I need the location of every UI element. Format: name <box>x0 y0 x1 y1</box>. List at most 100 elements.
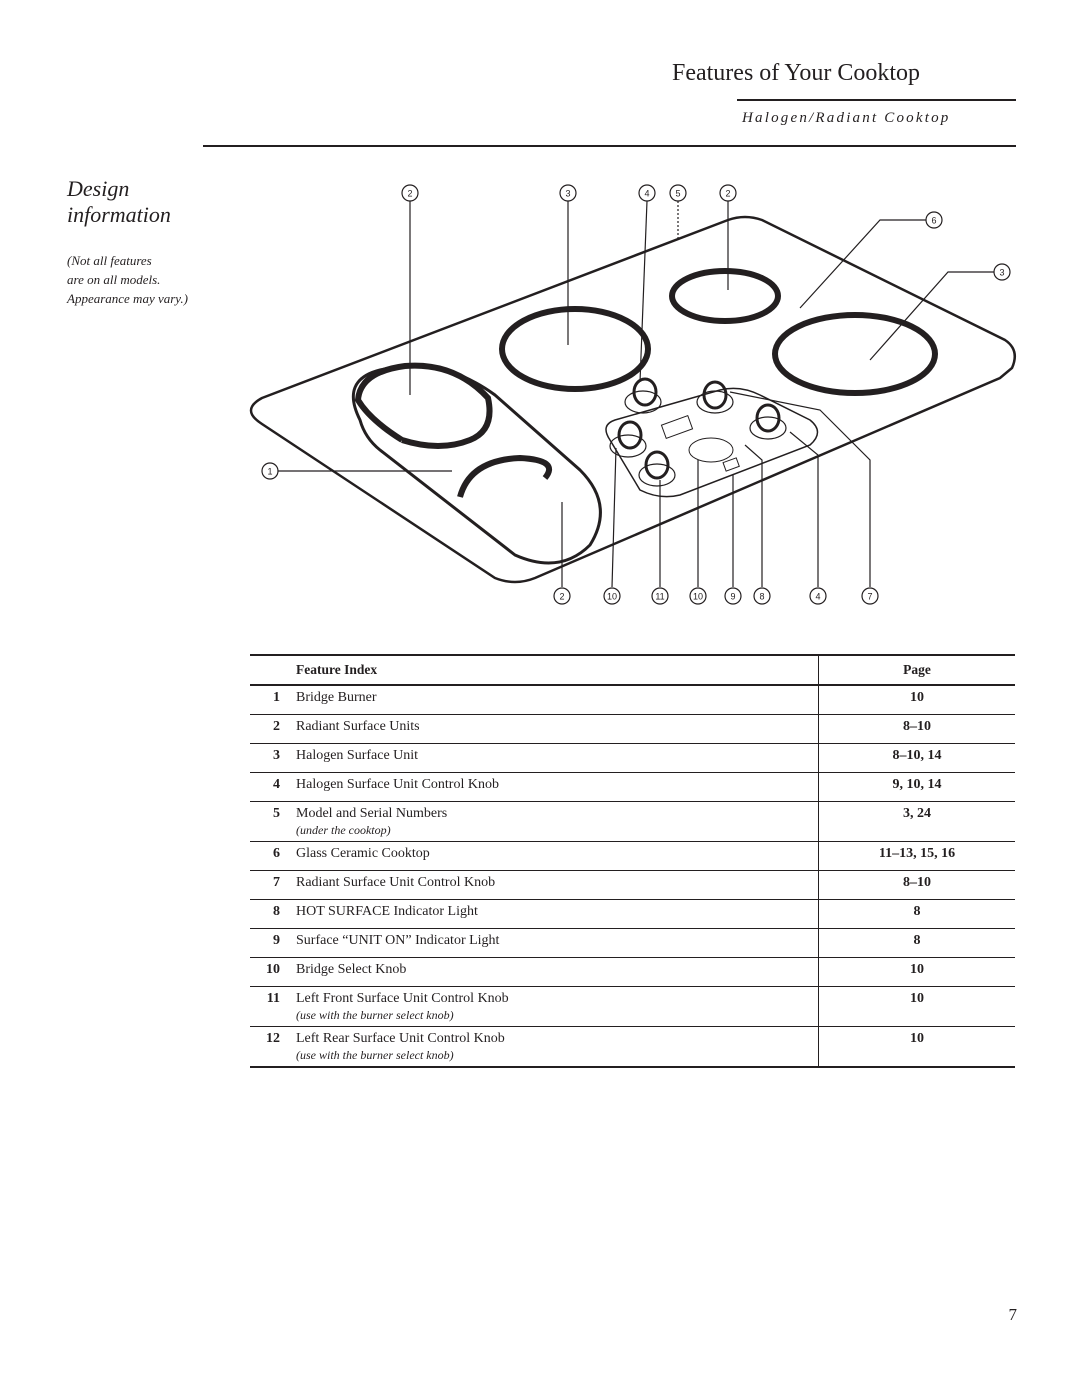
callout-bottom-10b: 10 <box>689 587 707 605</box>
disclaimer-note: (Not all features are on all models. App… <box>67 251 247 308</box>
svg-text:3: 3 <box>565 189 570 199</box>
callout-top-2a: 2 <box>401 184 419 202</box>
callout-bottom-8: 8 <box>753 587 771 605</box>
row-feature: Left Rear Surface Unit Control Knob <box>296 1031 505 1046</box>
row-page: 9, 10, 14 <box>818 772 1015 802</box>
row-feature-cell: Radiant Surface Units <box>296 714 819 744</box>
svg-text:2: 2 <box>407 189 412 199</box>
callout-bottom-9: 9 <box>724 587 742 605</box>
section-heading-line2: information <box>67 202 171 227</box>
row-number: 1 <box>250 685 296 715</box>
row-number: 12 <box>250 1026 296 1068</box>
svg-text:6: 6 <box>931 216 936 226</box>
svg-text:10: 10 <box>693 592 703 602</box>
col-header-feature: Feature Index <box>296 654 819 686</box>
callout-bottom-11: 11 <box>651 587 669 605</box>
control-panel-outline <box>605 387 819 498</box>
table-header-row: Feature Index Page <box>250 654 1015 686</box>
note-line: are on all models. <box>67 272 161 287</box>
svg-text:8: 8 <box>759 592 764 602</box>
row-page: 8–10 <box>818 870 1015 900</box>
row-number: 8 <box>250 899 296 929</box>
row-feature-cell: HOT SURFACE Indicator Light <box>296 899 819 929</box>
row-page: 10 <box>818 986 1015 1027</box>
callout-bottom-4: 4 <box>809 587 827 605</box>
row-feature: Bridge Select Knob <box>296 962 407 977</box>
section-heading-line1: Design <box>67 176 130 201</box>
unit-on-light <box>722 457 740 472</box>
row-note: (under the cooktop) <box>296 823 391 837</box>
callout-left-1: 1 <box>261 462 279 480</box>
row-number: 7 <box>250 870 296 900</box>
svg-text:3: 3 <box>999 268 1004 278</box>
row-feature-cell: Surface “UNIT ON” Indicator Light <box>296 928 819 958</box>
row-feature-cell: Left Front Surface Unit Control Knob (use… <box>296 986 819 1027</box>
callout-top-5: 5 <box>669 184 687 202</box>
row-number: 2 <box>250 714 296 744</box>
knob-halogen-control <box>624 377 662 414</box>
row-feature: Radiant Surface Units <box>296 719 420 734</box>
knob-left-front <box>638 450 676 487</box>
svg-text:1: 1 <box>267 467 272 477</box>
row-page: 8–10 <box>818 714 1015 744</box>
note-line: Appearance may vary.) <box>67 291 188 306</box>
row-number: 5 <box>250 801 296 842</box>
row-page: 8 <box>818 899 1015 929</box>
row-feature-cell: Radiant Surface Unit Control Knob <box>296 870 819 900</box>
svg-text:2: 2 <box>559 592 564 602</box>
svg-text:9: 9 <box>730 592 735 602</box>
row-feature: Surface “UNIT ON” Indicator Light <box>296 933 500 948</box>
row-number: 4 <box>250 772 296 802</box>
row-feature: Radiant Surface Unit Control Knob <box>296 875 496 890</box>
col-header-page: Page <box>818 654 1015 686</box>
knob-halogen-right <box>749 403 787 440</box>
row-feature-cell: Left Rear Surface Unit Control Knob (use … <box>296 1026 819 1068</box>
small-rear-element <box>669 268 781 324</box>
row-page: 10 <box>818 957 1015 987</box>
row-feature-cell: Bridge Burner <box>296 685 819 715</box>
row-number: 6 <box>250 841 296 871</box>
row-page: 8–10, 14 <box>818 743 1015 773</box>
svg-text:10: 10 <box>607 592 617 602</box>
svg-text:4: 4 <box>644 189 649 199</box>
row-note: (use with the burner select knob) <box>296 1048 454 1062</box>
callout-bottom-2: 2 <box>553 587 571 605</box>
callout-right-6: 6 <box>925 211 943 229</box>
svg-text:2: 2 <box>725 189 730 199</box>
callout-top-3: 3 <box>559 184 577 202</box>
col-header-num <box>250 654 296 686</box>
row-feature-cell: Halogen Surface Unit <box>296 743 819 773</box>
row-feature: Left Front Surface Unit Control Knob <box>296 991 509 1006</box>
row-page: 10 <box>818 685 1015 715</box>
hot-surface-light <box>660 414 694 440</box>
row-feature: Bridge Burner <box>296 690 377 705</box>
title-rule <box>737 99 1016 101</box>
note-line: (Not all features <box>67 253 152 268</box>
svg-text:4: 4 <box>815 592 820 602</box>
left-rear-element <box>354 362 493 449</box>
svg-text:7: 7 <box>867 592 872 602</box>
row-feature-cell: Model and Serial Numbers (under the cookt… <box>296 801 819 842</box>
row-number: 10 <box>250 957 296 987</box>
row-feature-cell: Halogen Surface Unit Control Knob <box>296 772 819 802</box>
callout-right-3: 3 <box>993 263 1011 281</box>
section-rule <box>203 145 1016 147</box>
row-number: 3 <box>250 743 296 773</box>
leader-lines <box>278 200 994 588</box>
row-feature: Glass Ceramic Cooktop <box>296 846 430 861</box>
row-feature-cell: Bridge Select Knob <box>296 957 819 987</box>
row-note: (use with the burner select knob) <box>296 1008 454 1022</box>
knob-bridge-select-center <box>688 437 734 463</box>
row-feature: Halogen Surface Unit Control Knob <box>296 777 499 792</box>
section-heading: Design information <box>67 176 171 228</box>
row-feature: Model and Serial Numbers <box>296 806 448 821</box>
cooktop-diagram: 2 3 4 5 2 6 3 1 2 10 11 10 9 8 4 7 <box>249 184 1017 605</box>
